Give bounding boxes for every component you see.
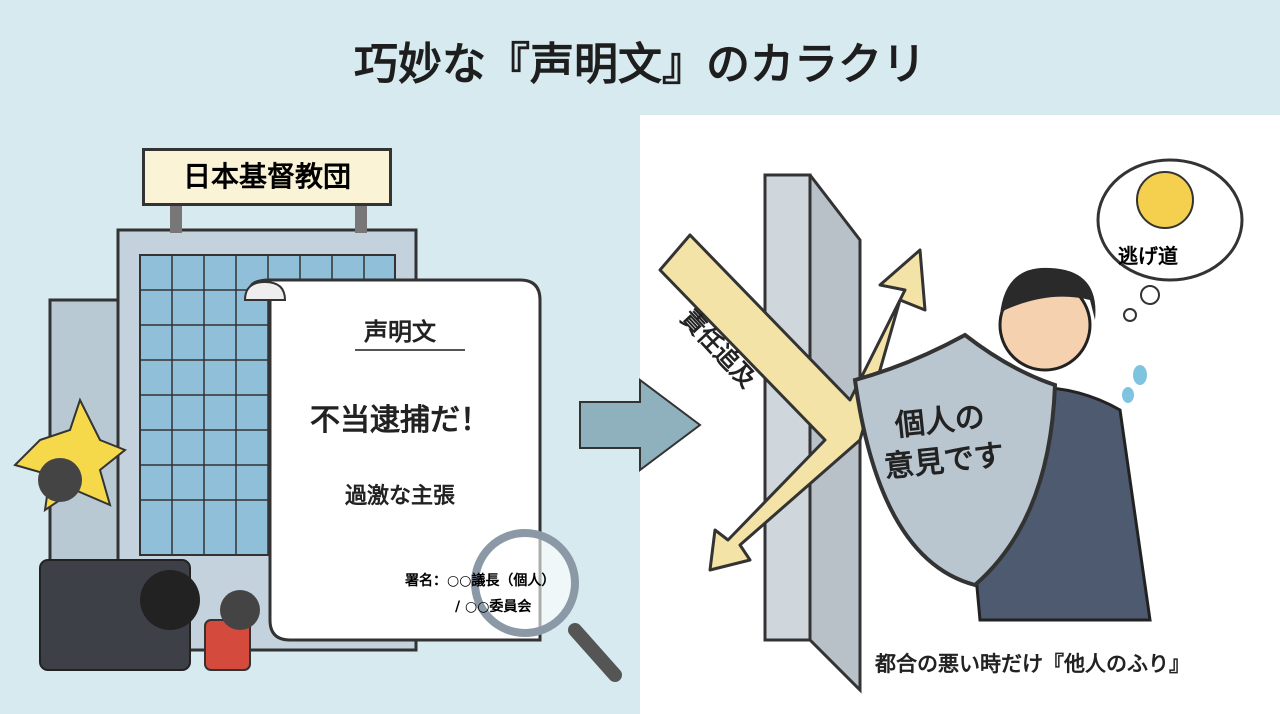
magnifier-icon [471, 529, 622, 682]
shield-label: 個人の 意見です [868, 395, 1016, 489]
winking-face-icon [1136, 171, 1194, 229]
document-main-claim: 不当逮捕だ！ [310, 403, 490, 438]
thought-bubble-label: 逃げ道 [1118, 244, 1178, 268]
sweat-drops-icon [1122, 365, 1147, 403]
document-heading: 声明文 [364, 318, 436, 346]
thought-bubble [1096, 158, 1244, 322]
arrow-right-icon [579, 378, 702, 472]
signature-line-2: / ○○委員会 [455, 599, 532, 615]
caption: 都合の悪い時だけ『他人のふり』 [875, 652, 1190, 676]
responsibility-arrow [658, 233, 927, 572]
statement-document [243, 278, 542, 642]
shield-icon [852, 332, 1058, 588]
press-microphones [13, 397, 260, 671]
document-subtext: 過激な主張 [344, 484, 455, 509]
building-sign: 日本基督教団 [142, 148, 392, 206]
wall [763, 173, 862, 694]
page-title: 巧妙な『声明文』のカラクリ [354, 39, 926, 90]
signature-line: 署名：○○議長（個人） [405, 573, 556, 589]
